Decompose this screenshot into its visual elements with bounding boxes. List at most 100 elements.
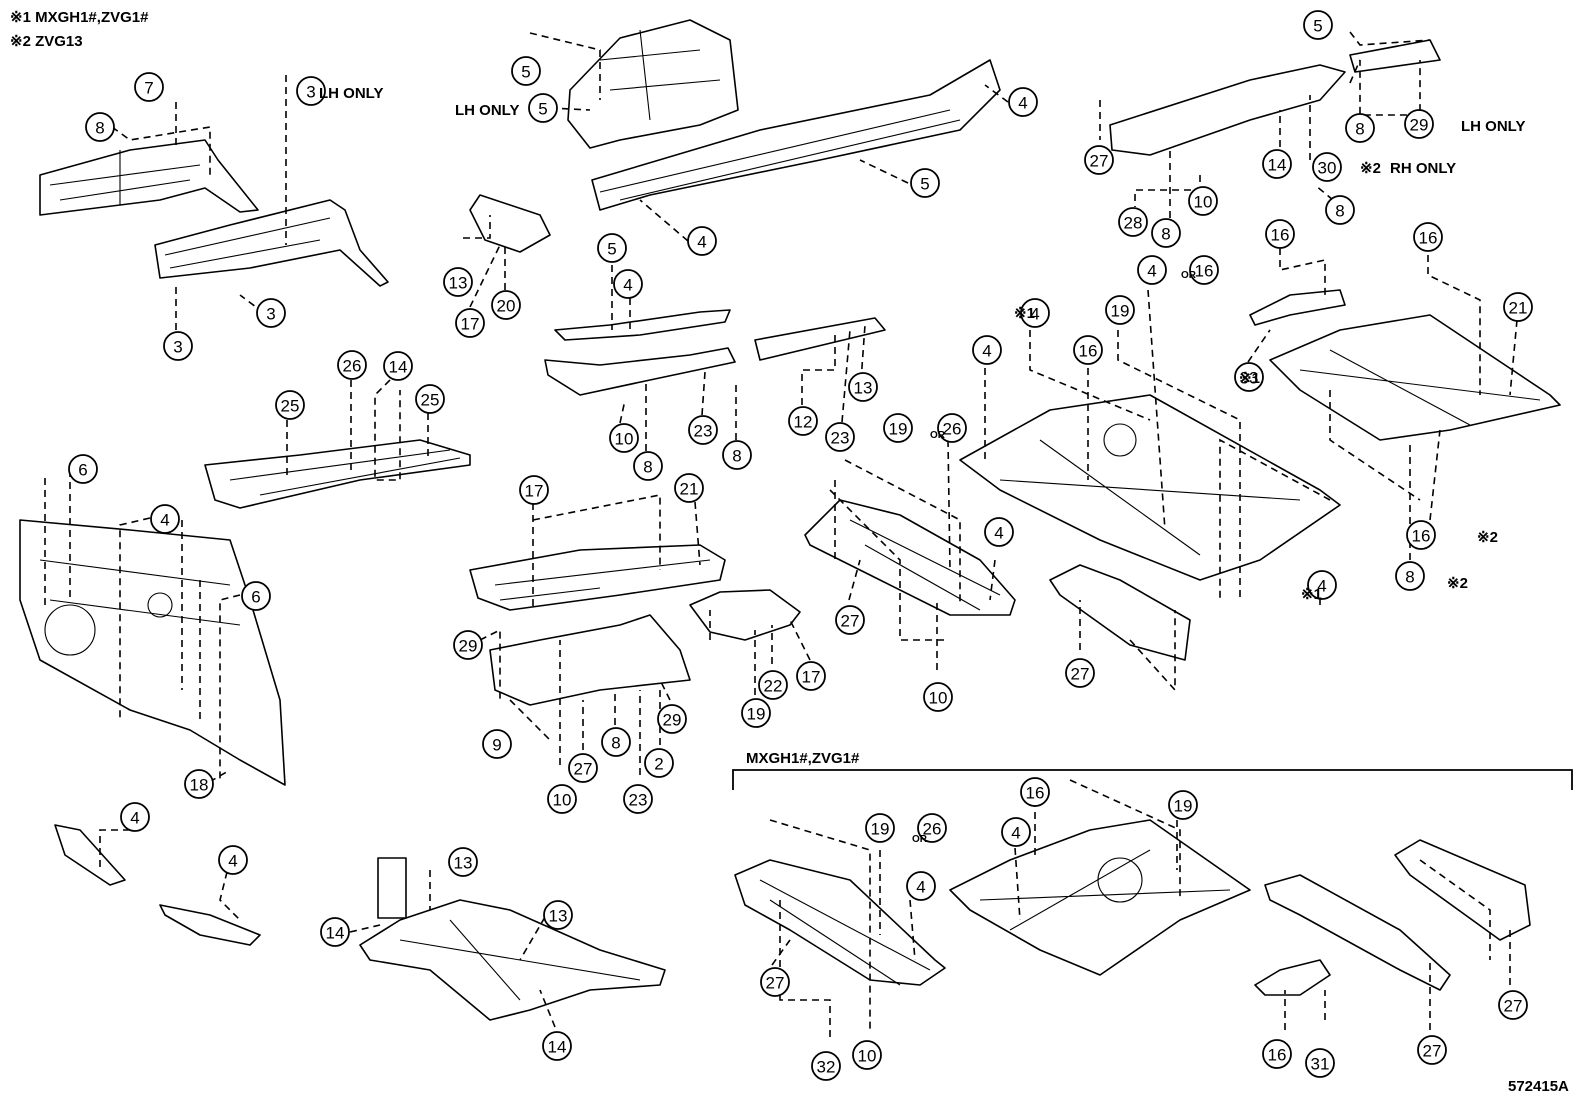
callout-27: 27 <box>1084 145 1114 175</box>
callout-22: 22 <box>758 670 788 700</box>
callout-circle <box>1303 10 1333 40</box>
callout-circle <box>788 406 818 436</box>
part-bracket-bl-1 <box>54 824 126 886</box>
part-floor-pan-mx <box>949 819 1251 976</box>
callout-number: 26 <box>343 357 362 376</box>
callout-number: 3 <box>173 338 182 357</box>
callout-number: 16 <box>1419 229 1438 248</box>
part-cowl-upper <box>567 19 739 149</box>
callout-23: 23 <box>825 422 855 452</box>
callout-number: 27 <box>1423 1042 1442 1061</box>
callout-number: 5 <box>538 100 547 119</box>
callout-circle <box>865 813 895 843</box>
callout-6: 6 <box>241 581 271 611</box>
callout-8: 8 <box>601 727 631 757</box>
callout-circle <box>883 413 913 443</box>
legend-mark-1: ※1 <box>10 9 31 26</box>
note-mark1-33: ※1 <box>1239 370 1260 387</box>
callout-circle <box>296 76 326 106</box>
callout-18: 18 <box>184 769 214 799</box>
callout-19: 19 <box>1105 295 1135 325</box>
note-lh-only-29: LH ONLY <box>1461 118 1525 135</box>
callout-circle <box>811 1051 841 1081</box>
callout-19: 19 <box>865 813 895 843</box>
callout-number: 10 <box>553 791 572 810</box>
callout-7: 7 <box>134 72 164 102</box>
legend-mark-2: ※2 <box>10 33 31 50</box>
part-seat-crossmember <box>489 614 691 706</box>
callout-circle <box>1105 295 1135 325</box>
part-floor-tunnel <box>469 544 726 611</box>
callout-circle <box>1404 109 1434 139</box>
group-bracket <box>732 769 1573 790</box>
callout-number: 2 <box>654 755 663 774</box>
callout-number: 8 <box>643 458 652 477</box>
part-apron-upper-lh <box>39 139 259 216</box>
callout-14: 14 <box>542 1031 572 1061</box>
callout-number: 23 <box>694 422 713 441</box>
callout-circle <box>609 423 639 453</box>
callout-12: 12 <box>788 406 818 436</box>
legend-text-1: MXGH1#,ZVG1# <box>35 9 149 26</box>
callout-number: 19 <box>1111 302 1130 321</box>
callout-number: 6 <box>251 588 260 607</box>
callout-27: 27 <box>568 753 598 783</box>
callout-number: 5 <box>920 175 929 194</box>
illustration-id: 572415A <box>1508 1078 1569 1095</box>
callout-10: 10 <box>1188 186 1218 216</box>
callout-8: 8 <box>1151 218 1181 248</box>
callout-number: 4 <box>228 852 237 871</box>
callout-16: 16 <box>1262 1039 1292 1069</box>
callout-number: 21 <box>1509 299 1528 318</box>
callout-circle <box>150 504 180 534</box>
callout-number: 14 <box>326 924 345 943</box>
callout-number: 14 <box>548 1038 567 1057</box>
callout-4: 4 <box>1001 817 1031 847</box>
callout-4: 4 <box>1008 87 1038 117</box>
callout-10: 10 <box>609 423 639 453</box>
callout-26: 26 <box>937 413 967 443</box>
note-mark2-16: ※2 <box>1477 529 1498 546</box>
callout-circle <box>68 454 98 484</box>
callout-8: 8 <box>1345 113 1375 143</box>
callout-number: 10 <box>1194 193 1213 212</box>
callout-13: 13 <box>848 372 878 402</box>
callout-number: 13 <box>449 274 468 293</box>
callout-circle <box>623 784 653 814</box>
callout-number: 14 <box>389 358 408 377</box>
part-floor-pan-front <box>204 439 471 509</box>
callout-number: 20 <box>497 297 516 316</box>
group-title: MXGH1#,ZVG1# <box>746 750 860 767</box>
callout-4: 4 <box>1020 298 1050 328</box>
callout-circle <box>85 112 115 142</box>
callout-4: 4 <box>1137 255 1167 285</box>
callout-number: 22 <box>764 677 783 696</box>
callout-4: 4 <box>150 504 180 534</box>
callout-circle <box>568 753 598 783</box>
callout-circle <box>644 748 674 778</box>
callout-17: 17 <box>519 475 549 505</box>
callout-circle <box>835 605 865 635</box>
callout-circle <box>1084 145 1114 175</box>
callout-circle <box>383 351 413 381</box>
callout-circle <box>1325 195 1355 225</box>
callout-33: 33 <box>1234 362 1264 392</box>
callout-circle <box>1073 335 1103 365</box>
callout-circle <box>633 451 663 481</box>
callout-number: 29 <box>459 637 478 656</box>
callout-5: 5 <box>1303 10 1333 40</box>
callout-8: 8 <box>85 112 115 142</box>
callout-8: 8 <box>722 440 752 470</box>
part-bracket-31 <box>1254 959 1331 996</box>
callout-circle <box>741 698 771 728</box>
callout-4: 4 <box>120 802 150 832</box>
callout-circle <box>1168 790 1198 820</box>
callout-number: 19 <box>1174 797 1193 816</box>
part-crossmember-12 <box>754 317 886 361</box>
callout-20: 20 <box>491 290 521 320</box>
callout-4: 4 <box>984 517 1014 547</box>
part-rear-bracket <box>1349 39 1441 73</box>
callout-number: 21 <box>680 480 699 499</box>
callout-number: 18 <box>190 776 209 795</box>
